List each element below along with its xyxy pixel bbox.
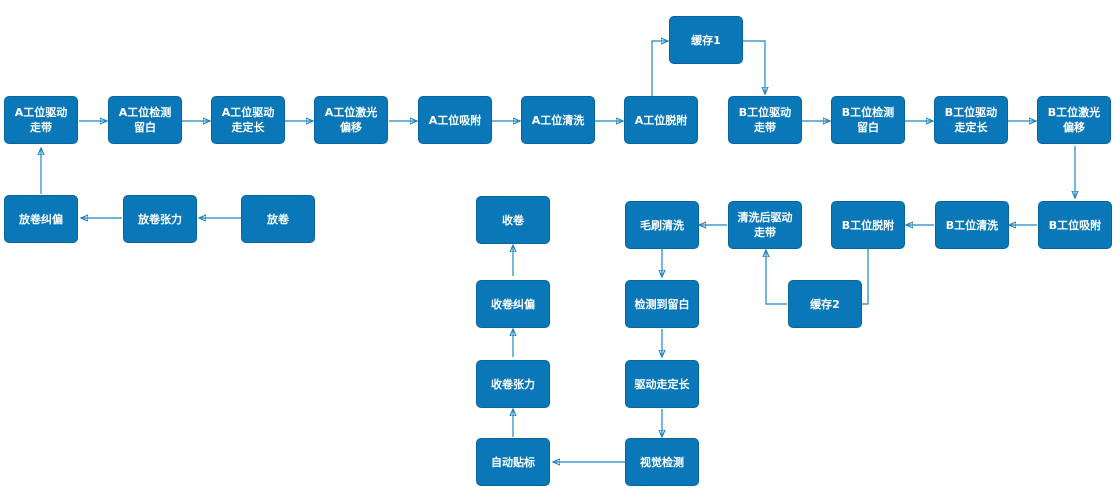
edge-buffer2-to-post-clean-drive (766, 250, 787, 305)
node-b-laser-offset[interactable]: B工位激光偏移 (1037, 96, 1111, 144)
node-b-inspect-stay[interactable]: B工位检测留白 (831, 96, 905, 144)
node-rewind[interactable]: 收卷 (476, 196, 550, 244)
node-a-inspect-stay[interactable]: A工位检测留白 (108, 96, 182, 144)
node-inspect-to-stay[interactable]: 检测到留白 (625, 280, 699, 328)
node-buffer2[interactable]: 缓存2 (788, 280, 862, 328)
node-a-suction[interactable]: A工位吸附 (418, 96, 492, 144)
node-rewind-correct[interactable]: 收卷纠偏 (476, 280, 550, 328)
node-brush-clean[interactable]: 毛刷清洗 (625, 201, 699, 249)
node-b-suction[interactable]: B工位吸附 (1038, 201, 1112, 249)
node-a-laser-offset[interactable]: A工位激光偏移 (314, 96, 388, 144)
node-unwind-correct[interactable]: 放卷纠偏 (4, 195, 78, 243)
node-a-clean[interactable]: A工位清洗 (521, 96, 595, 144)
node-a-drive-length[interactable]: A工位驱动走定长 (211, 96, 285, 144)
node-vision-inspect[interactable]: 视觉检测 (625, 438, 699, 486)
node-drive-length[interactable]: 驱动走定长 (625, 360, 699, 408)
node-a-release[interactable]: A工位脱附 (624, 96, 698, 144)
edge-a-release-to-buffer1 (651, 41, 668, 96)
node-b-drive-length[interactable]: B工位驱动走定长 (934, 96, 1008, 144)
node-b-clean[interactable]: B工位清洗 (935, 201, 1009, 249)
node-b-drive-belt[interactable]: B工位驱动走带 (728, 96, 802, 144)
node-a-drive-belt[interactable]: A工位驱动走带 (4, 96, 78, 144)
node-auto-label[interactable]: 自动贴标 (476, 438, 550, 486)
node-b-release[interactable]: B工位脱附 (831, 201, 905, 249)
edge-buffer1-to-b-drive-belt (743, 40, 765, 94)
node-unwind[interactable]: 放卷 (241, 195, 315, 243)
edge-b-release-to-buffer2 (862, 249, 869, 305)
node-rewind-tension[interactable]: 收卷张力 (476, 360, 550, 408)
node-post-clean-drive[interactable]: 清洗后驱动走带 (728, 201, 802, 249)
node-unwind-tension[interactable]: 放卷张力 (123, 195, 197, 243)
node-buffer1[interactable]: 缓存1 (669, 16, 743, 64)
